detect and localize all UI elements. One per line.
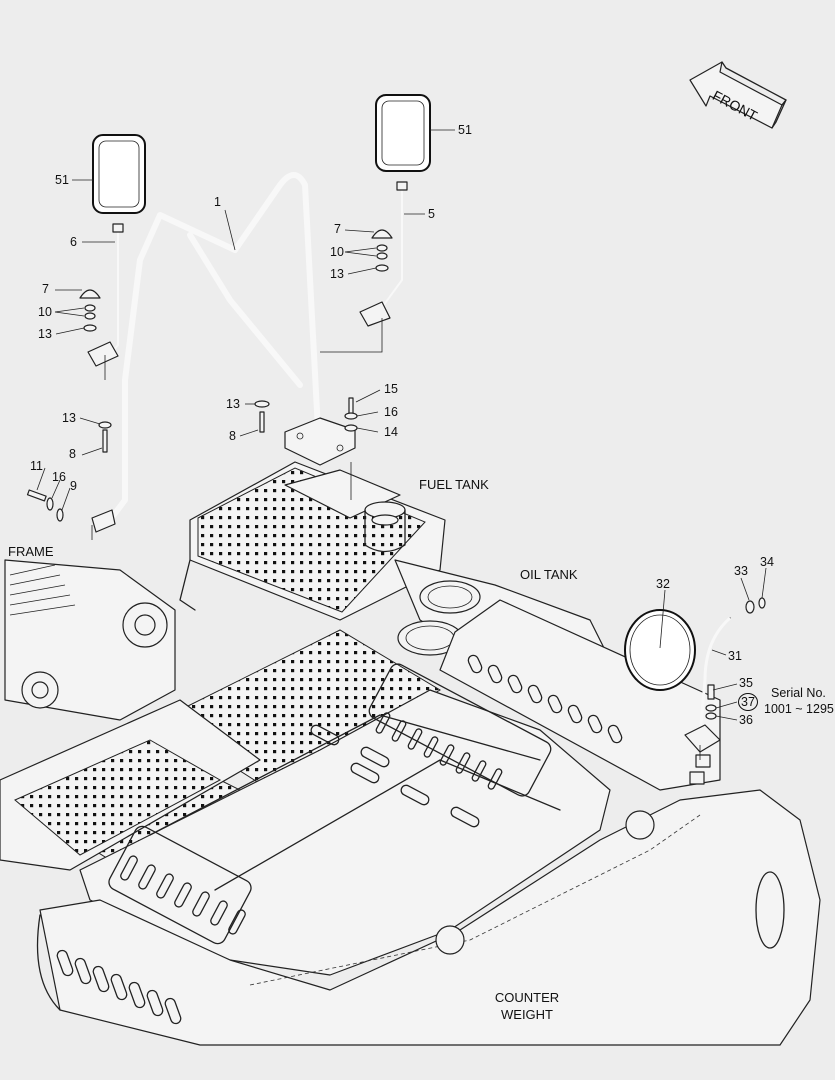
label-frame: FRAME (8, 544, 54, 559)
fastener-hardware (26, 229, 766, 720)
callout-8-center: 8 (229, 429, 236, 443)
callout-35: 35 (739, 676, 753, 690)
callout-15: 15 (384, 382, 398, 396)
callout-10-left: 10 (38, 305, 52, 319)
callout-11: 11 (30, 459, 43, 473)
callout-6: 6 (70, 235, 77, 249)
callout-7-right: 7 (334, 222, 341, 236)
callout-37: 37 (738, 693, 758, 711)
serial-label: Serial No. (771, 686, 826, 700)
callout-31: 31 (728, 649, 742, 663)
label-weight: WEIGHT (501, 1007, 553, 1022)
handrail-icon (91, 172, 356, 533)
mirror-icon (359, 94, 431, 327)
label-oil-tank: OIL TANK (520, 567, 578, 582)
callout-13-left-lower: 13 (62, 411, 76, 425)
label-fuel-tank: FUEL TANK (419, 477, 489, 492)
callout-34: 34 (760, 555, 774, 569)
callout-33: 33 (734, 564, 748, 578)
callout-13-right: 13 (330, 267, 344, 281)
leader-lines (36, 129, 767, 721)
callout-32: 32 (656, 577, 670, 591)
serial-range: 1001 ~ 1295 (764, 702, 834, 716)
callout-5: 5 (428, 207, 435, 221)
assembly-guide-lines (91, 318, 701, 760)
callout-1: 1 (214, 195, 221, 209)
front-arrow-icon (689, 61, 787, 129)
mirror-icon (624, 609, 731, 785)
callout-16-right: 16 (384, 405, 398, 419)
callout-9: 9 (70, 479, 77, 493)
callout-13-center: 13 (226, 397, 240, 411)
callout-10-right: 10 (330, 245, 344, 259)
callout-8-left: 8 (69, 447, 76, 461)
callout-51-left: 51 (55, 173, 69, 187)
upper-structure (0, 461, 821, 1046)
mirror-icon (87, 134, 146, 367)
fuel-filler-cap-icon (364, 501, 406, 553)
label-counter: COUNTER (494, 990, 560, 1005)
callout-51-right: 51 (458, 123, 472, 137)
callout-36: 36 (739, 713, 753, 727)
callout-14: 14 (384, 425, 398, 439)
callout-13-left-upper: 13 (38, 327, 52, 341)
callout-7-left: 7 (42, 282, 49, 296)
callout-16-left: 16 (52, 470, 66, 484)
